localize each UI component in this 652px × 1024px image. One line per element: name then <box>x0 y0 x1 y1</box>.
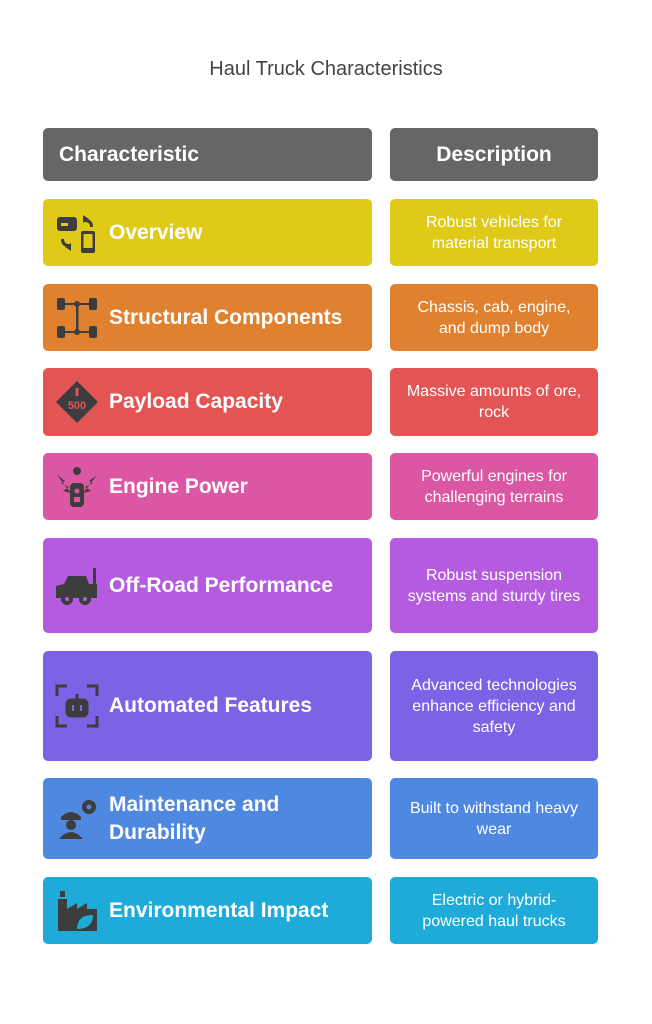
row-description: Massive amounts of ore, rock <box>406 383 582 421</box>
row-automated-features-description: Advanced technologies enhance efficiency… <box>390 651 598 761</box>
chassis-icon <box>55 296 99 340</box>
row-description: Robust vehicles for material transport <box>425 213 563 252</box>
row-description: Built to withstand heavy wear <box>409 799 579 838</box>
header-characteristic: Characteristic <box>43 128 372 181</box>
robot-scan-icon <box>55 684 99 728</box>
row-payload-capacity-description: Massive amounts of ore, rock <box>390 368 598 436</box>
row-label: Environmental Impact <box>109 898 329 922</box>
row-label: Overview <box>109 220 203 244</box>
row-maintenance-durability: Maintenance and Durability <box>43 778 372 859</box>
row-description: Chassis, cab, engine, and dump body <box>417 298 571 337</box>
svg-text:500: 500 <box>68 400 86 412</box>
row-label: Automated Features <box>109 694 313 717</box>
row-payload-capacity: 500 Payload Capacity <box>43 368 372 436</box>
row-off-road-performance: Off-Road Performance <box>43 538 372 633</box>
row-description: Robust suspension systems and sturdy tir… <box>407 566 581 605</box>
row-label: Engine Power <box>109 474 248 498</box>
row-engine-power: Engine Power <box>43 453 372 520</box>
device-sync-icon <box>55 211 99 255</box>
diagram-title: Haul Truck Characteristics <box>209 58 443 80</box>
header-description: Description <box>390 128 598 181</box>
header-description-label: Description <box>436 143 552 166</box>
engine-power-icon <box>55 465 99 509</box>
row-engine-power-description: Powerful engines for challenging terrain… <box>390 453 598 520</box>
row-label: Structural Components <box>109 305 343 329</box>
row-maintenance-durability-description: Built to withstand heavy wear <box>390 778 598 859</box>
row-label: Payload Capacity <box>109 390 283 413</box>
row-off-road-performance-description: Robust suspension systems and sturdy tir… <box>390 538 598 633</box>
row-environmental-impact-description: Electric or hybrid-powered haul trucks <box>390 877 598 944</box>
row-label: Off-Road Performance <box>109 573 334 597</box>
row-structural-components: Structural Components <box>43 284 372 351</box>
row-automated-features: Automated Features <box>43 651 372 761</box>
row-label: Maintenance and Durability <box>109 792 280 844</box>
row-description: Powerful engines for challenging terrain… <box>421 467 567 506</box>
worker-gear-icon <box>55 797 99 841</box>
row-overview-description: Robust vehicles for material transport <box>390 199 598 266</box>
offroad-vehicle-icon <box>55 564 99 608</box>
row-environmental-impact: Environmental Impact <box>43 877 372 944</box>
weight-500-warning-icon: 500 <box>55 380 99 424</box>
header-characteristic-label: Characteristic <box>59 142 200 166</box>
row-structural-components-description: Chassis, cab, engine, and dump body <box>390 284 598 351</box>
row-description: Electric or hybrid-powered haul trucks <box>422 891 566 930</box>
factory-leaf-icon <box>55 889 99 933</box>
row-overview: Overview <box>43 199 372 266</box>
row-description: Advanced technologies enhance efficiency… <box>411 676 577 736</box>
